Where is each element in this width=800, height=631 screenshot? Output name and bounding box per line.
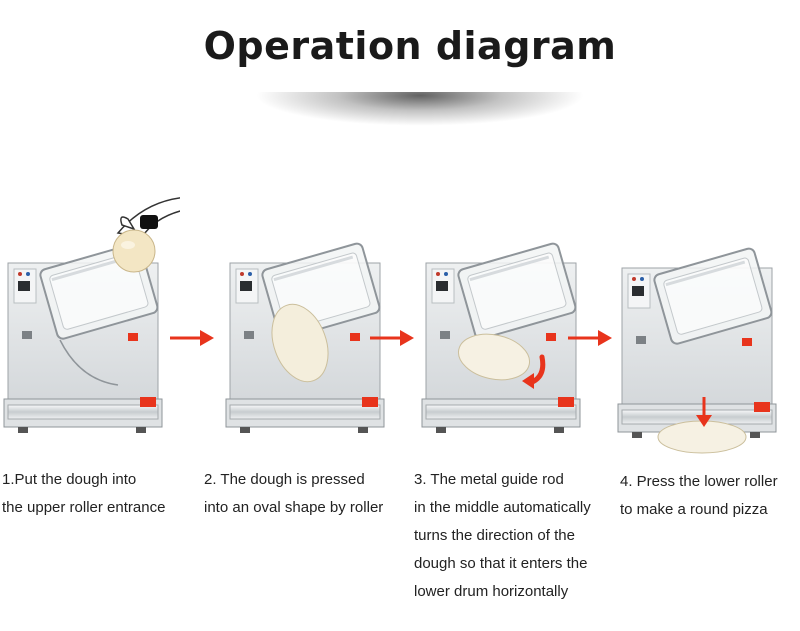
step-4-caption: 4. Press the lower roller to make a roun… [620, 468, 798, 524]
caption-line: 1.Put the dough into [2, 471, 137, 488]
caption-line: turns the direction of the [414, 527, 575, 544]
caption-line: 2. The dough is pressed [204, 471, 365, 488]
machine-with-dough-ball-icon [0, 197, 180, 445]
caption-line: dough so that it enters the [414, 555, 588, 572]
caption-line: 4. Press the lower roller [620, 473, 778, 490]
machine-with-round-pizza-icon [614, 185, 794, 454]
caption-line: 3. The metal guide rod [414, 471, 564, 488]
arrow-right-icon [170, 328, 214, 348]
caption-line: in the middle automatically [414, 499, 591, 516]
step-3-caption: 3. The metal guide rod in the middle aut… [414, 466, 614, 606]
caption-line: the upper roller entrance [2, 499, 166, 516]
step-3-scene [418, 185, 598, 445]
arrow-right-icon [568, 328, 612, 348]
page-title: Operation diagram [203, 24, 617, 68]
step-2-caption: 2. The dough is pressed into an oval sha… [204, 466, 409, 522]
title-shadow [255, 92, 585, 126]
machine-with-oval-dough-icon [222, 185, 402, 445]
step-1-scene [0, 185, 180, 445]
machine-with-turning-dough-icon [418, 185, 598, 445]
step-2-scene [222, 185, 402, 445]
arrow-right-icon [370, 328, 414, 348]
caption-line: into an oval shape by roller [204, 499, 384, 516]
step-4-scene [614, 185, 794, 454]
step-1-caption: 1.Put the dough into the upper roller en… [2, 466, 197, 522]
caption-line: lower drum horizontally [414, 583, 569, 600]
caption-line: to make a round pizza [620, 501, 768, 518]
